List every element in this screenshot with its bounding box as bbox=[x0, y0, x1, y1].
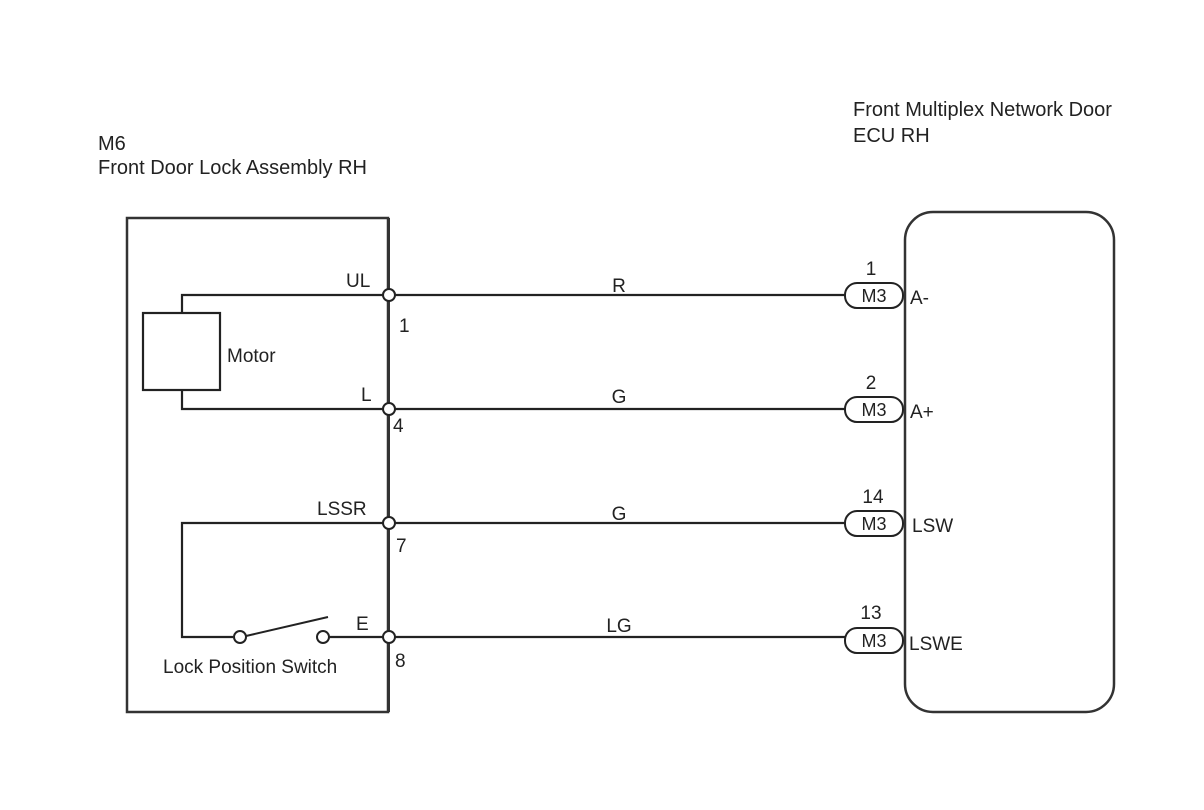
wire-color-label: LG bbox=[606, 616, 631, 637]
junction-lssr bbox=[382, 516, 396, 530]
connector-pin-number: 1 bbox=[866, 259, 877, 280]
motor-wire-bottom bbox=[180, 390, 389, 411]
connector-oval bbox=[844, 396, 904, 423]
junction-l bbox=[382, 402, 396, 416]
right-component-name-line1: Front Multiplex Network Door bbox=[853, 99, 1112, 121]
motor: Motor bbox=[141, 293, 389, 411]
wire-color-label: G bbox=[612, 387, 627, 408]
junction-ul bbox=[382, 288, 396, 302]
connector-label: M3 bbox=[861, 286, 886, 306]
connector-pin-number: 2 bbox=[866, 373, 877, 394]
ecu-box bbox=[903, 210, 1116, 714]
motor-wire-top bbox=[180, 293, 389, 313]
wire-color-label: R bbox=[612, 276, 626, 297]
terminal-pin-1: 1 bbox=[399, 316, 410, 337]
connector-pin-number: 14 bbox=[862, 487, 884, 508]
connector-m3-pin-13: M3 13 LSWE bbox=[844, 603, 963, 655]
left-component-code: M6 bbox=[98, 133, 126, 155]
left-component-name: Front Door Lock Assembly RH bbox=[98, 157, 367, 179]
terminal-pin-8: 8 bbox=[395, 651, 406, 672]
terminal-pin-4: 4 bbox=[393, 416, 404, 437]
junction-e bbox=[382, 630, 396, 644]
connector-m3-pin-14: M3 14 LSW bbox=[844, 487, 953, 537]
motor-label: Motor bbox=[227, 346, 276, 367]
switch-wire-loop bbox=[180, 521, 389, 639]
connector-oval bbox=[844, 627, 904, 654]
connector-label: M3 bbox=[861, 400, 886, 420]
connector-pin-number: 13 bbox=[860, 603, 881, 624]
right-component-name-line2: ECU RH bbox=[853, 125, 930, 147]
lock-position-switch: Lock Position Switch bbox=[163, 521, 389, 678]
terminal-pin-7: 7 bbox=[396, 536, 407, 557]
switch-contact-right bbox=[316, 630, 330, 644]
terminal-name-lssr: LSSR bbox=[317, 499, 367, 520]
ecu-terminal-name: A+ bbox=[910, 402, 934, 423]
ecu-terminal-name: A- bbox=[910, 288, 929, 309]
motor-body bbox=[141, 311, 222, 392]
ecu-terminal-name: LSWE bbox=[909, 634, 963, 655]
switch-blade bbox=[245, 616, 329, 637]
terminal-name-e: E bbox=[356, 614, 369, 635]
connector-label: M3 bbox=[861, 514, 886, 534]
switch-label: Lock Position Switch bbox=[163, 657, 337, 678]
connector-m3-pin-2: M3 2 A+ bbox=[844, 373, 934, 423]
connector-oval bbox=[844, 282, 904, 309]
connector-label: M3 bbox=[861, 631, 886, 651]
wire-color-label: G bbox=[612, 504, 627, 525]
connector-oval bbox=[844, 510, 904, 537]
connector-m3-pin-1: M3 1 A- bbox=[844, 259, 929, 309]
switch-contact-left bbox=[233, 630, 247, 644]
terminal-name-ul: UL bbox=[346, 271, 370, 292]
terminal-name-l: L bbox=[361, 385, 372, 406]
ecu-terminal-name: LSW bbox=[912, 516, 953, 537]
